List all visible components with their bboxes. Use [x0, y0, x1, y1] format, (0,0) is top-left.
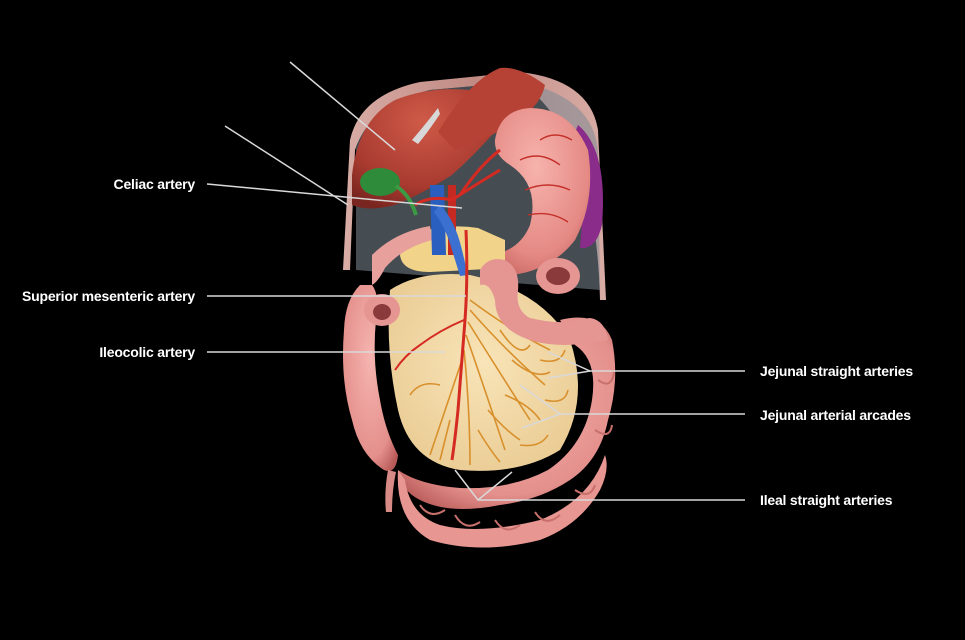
leader-line-ileal-straight-2	[477, 471, 513, 501]
gallbladder	[360, 168, 400, 196]
leader-line-jejunal-straight	[547, 351, 745, 372]
superior-mesenteric-artery	[450, 229, 469, 461]
jejunum-proximal-loop	[480, 259, 608, 345]
intestinal-folds	[419, 371, 615, 531]
liver-left-lobe	[438, 67, 545, 150]
ileum-cut-lumen	[373, 304, 391, 320]
label-jejunal-straight-arteries: Jejunal straight arteries	[760, 363, 913, 379]
appendix	[385, 470, 396, 512]
stomach	[492, 108, 591, 275]
small-intestine-lower-loops	[397, 455, 607, 548]
leader-lines	[206, 61, 745, 501]
inferior-vena-cava	[430, 185, 446, 255]
ileocolic-artery-branch	[394, 319, 465, 371]
leader-line-top-1	[289, 61, 396, 151]
leader-line-jejunal-straight-2	[547, 370, 591, 379]
small-intestine	[398, 317, 616, 509]
leader-line-jejunal-arcades-2	[521, 413, 561, 429]
ascending-colon	[343, 285, 398, 471]
jejunum-cut-lumen	[546, 267, 570, 285]
label-jejunal-arterial-arcades: Jejunal arterial arcades	[760, 407, 911, 423]
falciform-ligament	[412, 108, 440, 144]
label-ileocolic-artery: Ileocolic artery	[99, 344, 195, 360]
leader-line-top-2	[224, 125, 349, 206]
label-celiac-artery: Celiac artery	[113, 176, 196, 192]
label-ileal-straight-arteries: Ileal straight arteries	[760, 492, 893, 508]
duodenum	[372, 226, 432, 285]
portal-vein	[434, 205, 468, 276]
cystic-duct	[394, 184, 418, 216]
gastric-vessels	[519, 134, 573, 223]
label-superior-mesenteric-artery: Superior mesenteric artery	[22, 288, 195, 304]
